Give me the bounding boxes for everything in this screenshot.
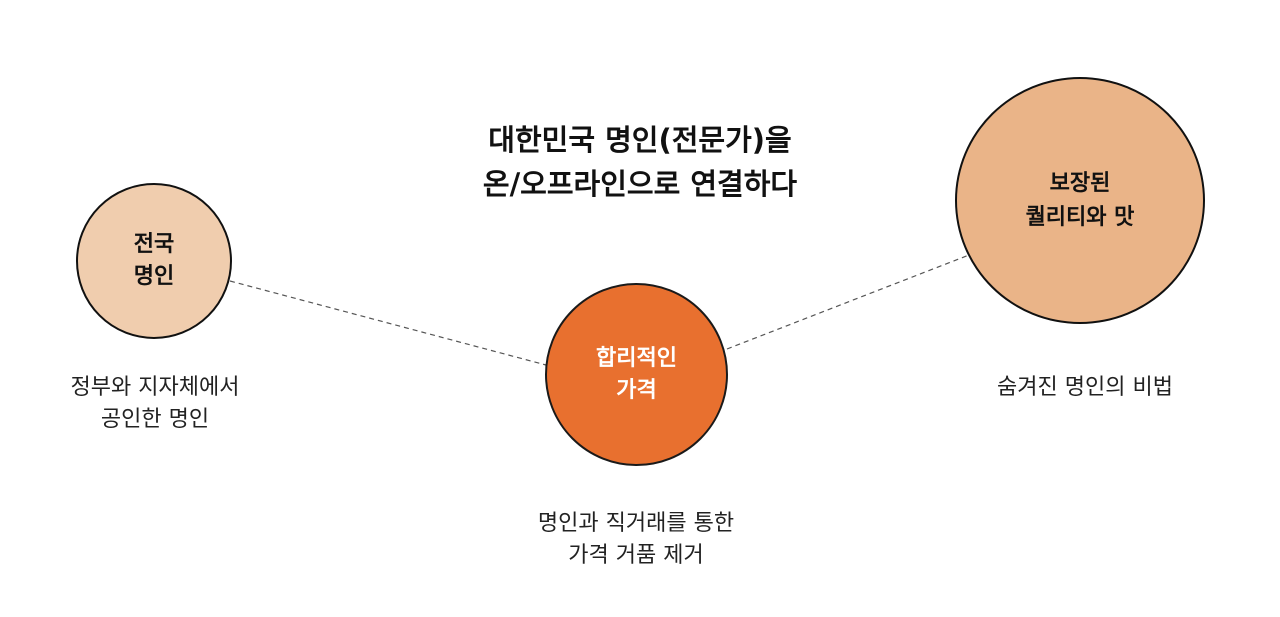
node-left-label-1: 전국	[133, 232, 175, 257]
node-middle-label-2: 가격	[616, 377, 657, 403]
node-guaranteed-quality: 보장된 퀄리티와 맛	[955, 77, 1205, 324]
connector-left-to-middle	[229, 280, 547, 366]
node-left-label-2: 명인	[133, 264, 175, 289]
caption-left: 정부와 지자체에서 공인한 명인	[30, 372, 280, 436]
headline-line-1: 대한민국 명인(전문가)을	[488, 123, 792, 157]
headline-line-2: 온/오프라인으로 연결하다	[482, 167, 798, 201]
headline: 대한민국 명인(전문가)을 온/오프라인으로 연결하다	[440, 118, 840, 206]
caption-right-line-1: 숨겨진 명인의 비법	[997, 375, 1173, 400]
caption-left-line-2: 공인한 명인	[100, 407, 210, 432]
connector-middle-to-right	[726, 254, 970, 350]
node-nationwide-master: 전국 명인	[76, 183, 232, 339]
node-middle-label-1: 합리적인	[596, 345, 677, 371]
caption-right: 숨겨진 명인의 비법	[950, 372, 1220, 404]
node-right-label-2: 퀄리티와 맛	[1025, 204, 1135, 230]
caption-middle-line-2: 가격 거품 제거	[568, 543, 704, 568]
node-right-label-1: 보장된	[1049, 170, 1111, 196]
caption-middle-line-1: 명인과 직거래를 통한	[537, 511, 735, 536]
caption-middle: 명인과 직거래를 통한 가격 거품 제거	[486, 508, 786, 572]
node-reasonable-price: 합리적인 가격	[545, 283, 728, 466]
caption-left-line-1: 정부와 지자체에서	[70, 375, 240, 400]
